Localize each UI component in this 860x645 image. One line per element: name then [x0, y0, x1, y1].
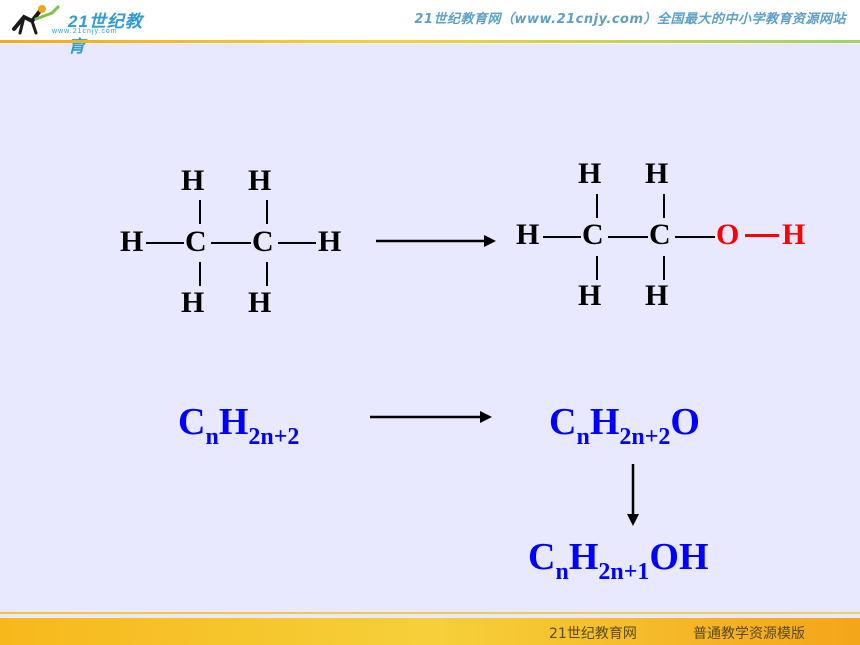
ethane-top-h1: H — [181, 164, 205, 197]
ethanol-bot-h2: H — [645, 279, 669, 312]
bond-vertical — [199, 262, 201, 286]
bond-horizontal — [675, 236, 715, 238]
footer-template-name: 普通教学资源模版 — [693, 626, 805, 642]
reaction-arrow-right — [370, 411, 492, 423]
bond-horizontal — [543, 236, 581, 238]
bond-vertical — [596, 194, 598, 218]
site-slogan: 21世纪教育网（www.21cnjy.com）全国最大的中小学教育资源网站 — [414, 12, 846, 27]
bond-vertical — [266, 200, 268, 224]
ethane-bot-h2: H — [248, 286, 272, 319]
ethanol-top-h1: H — [578, 157, 602, 190]
footer-site-name: 21世纪教育网 — [549, 626, 637, 642]
bond-horizontal — [146, 242, 184, 244]
alcohol-formula: CnH2n+1OH — [528, 536, 709, 585]
ethane-left-h: H — [120, 225, 144, 258]
intermediate-formula: CnH2n+2O — [549, 401, 700, 450]
bond-hydroxyl — [745, 234, 779, 237]
footer-banner — [0, 618, 860, 645]
ethane-top-h2: H — [248, 164, 272, 197]
alkane-formula: CnH2n+2 — [178, 401, 300, 450]
bond-horizontal — [608, 236, 648, 238]
ethane-c2: C — [252, 225, 274, 258]
ethanol-left-h: H — [516, 218, 540, 251]
ethane-bot-h1: H — [181, 286, 205, 319]
reaction-arrow-down — [627, 464, 639, 526]
header-banner: 21世纪教育 www.21cnjy.com 21世纪教育网（www.21cnjy… — [0, 0, 860, 56]
bond-horizontal — [278, 242, 316, 244]
bond-vertical — [663, 256, 665, 280]
bond-vertical — [596, 256, 598, 280]
ethanol-c2: C — [649, 218, 671, 251]
header-stripe — [0, 40, 860, 43]
logo-url: www.21cnjy.com — [52, 28, 118, 35]
site-logo: 21世纪教育 www.21cnjy.com — [6, 3, 146, 56]
bond-vertical — [663, 194, 665, 218]
ethanol-hydroxyl-h: H — [782, 218, 806, 251]
ethanol-oxygen: O — [716, 218, 740, 251]
runner-icon — [12, 5, 60, 35]
reaction-arrow-right — [376, 235, 496, 247]
ethane-c1: C — [185, 225, 207, 258]
ethane-right-h: H — [318, 225, 342, 258]
footer-line — [0, 612, 860, 614]
ethanol-top-h2: H — [645, 157, 669, 190]
ethanol-bot-h1: H — [578, 279, 602, 312]
bond-vertical — [266, 262, 268, 286]
bond-vertical — [199, 200, 201, 224]
ethanol-c1: C — [582, 218, 604, 251]
bond-horizontal — [211, 242, 251, 244]
